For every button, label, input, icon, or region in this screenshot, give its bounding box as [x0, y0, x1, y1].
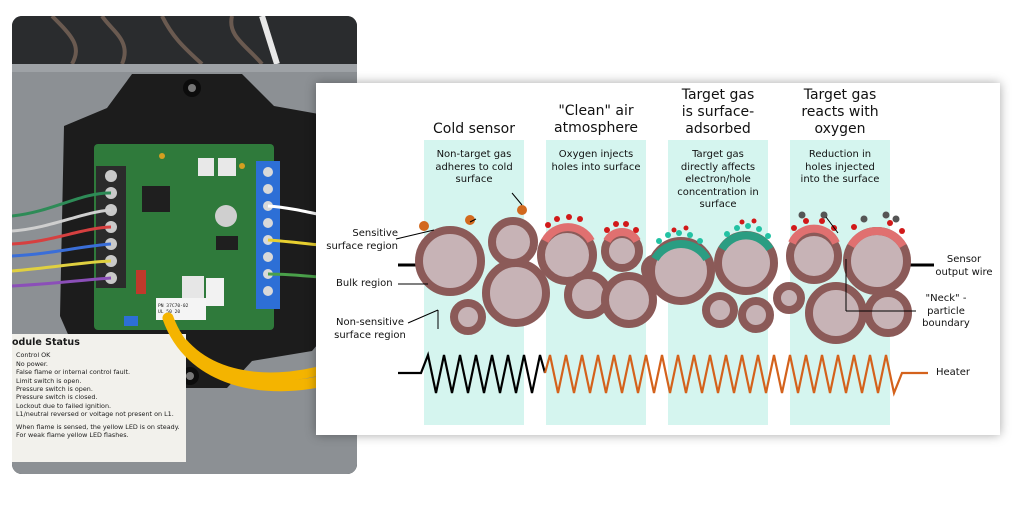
stage-desc-cold-sensor: Non-target gas adheres to cold surface [424, 149, 524, 187]
stage-desc-line: adheres to cold [435, 161, 513, 173]
stage-desc-clean-air: Oxygen injects holes into surface [542, 149, 650, 174]
pcb-label-line: UL 50 20 [158, 309, 181, 315]
particle [415, 226, 485, 296]
stage-desc-line: surface [699, 199, 737, 210]
stage-title-line: Target gas [803, 87, 877, 103]
particle [805, 282, 867, 344]
stage-desc-line: holes injected [805, 161, 875, 173]
oxygen-molecules [545, 214, 905, 234]
label-line: "Neck" - [925, 293, 967, 304]
stage-title-cold-sensor: Cold sensor [424, 121, 524, 138]
status-line: Lockout due to failed ignition. [16, 401, 112, 410]
stage-desc-line: into the surface [800, 174, 880, 185]
furnace-control-photo: PN 37C70-02 UL 50 20 odule Status Contro… [12, 16, 357, 474]
label-line: Non-sensitive [335, 317, 404, 328]
stage-title-line: atmosphere [554, 120, 638, 136]
neck-boundary-label: "Neck" - particle boundary [916, 293, 976, 331]
particle [773, 282, 805, 314]
module-status-title: odule Status [12, 337, 80, 348]
non-target-gas-molecules [419, 205, 527, 231]
stage-title-line: Cold sensor [433, 121, 515, 137]
leader-lines [395, 192, 916, 329]
gas-sensor-diagram: Cold sensor "Clean" air atmosphere Targe… [316, 83, 1000, 435]
heater-cold-segment [398, 351, 547, 394]
status-line: Pressure switch is closed. [16, 393, 98, 402]
label-line: Sensor [946, 254, 982, 265]
label-line: particle [927, 305, 965, 317]
stage-title-clean-air: "Clean" air atmosphere [546, 103, 646, 137]
sensor-output-wire-label: Sensor output wire [930, 254, 998, 279]
stage-title-line: is surface- [681, 104, 755, 120]
label-line: surface region [334, 329, 406, 341]
particle [864, 289, 912, 337]
status-line: L1/neutral reversed or voltage not prese… [16, 410, 174, 419]
sensitive-surface-label: Sensitive surface region [326, 228, 398, 253]
stage-title-line: oxygen [814, 121, 866, 137]
control-board-illustration [12, 16, 357, 474]
status-line: False flame or internal control fault. [16, 368, 131, 377]
stage-desc-line: concentration in [677, 186, 759, 198]
pcb-label: PN 37C70-02 UL 50 20 [158, 304, 188, 315]
label-line: boundary [922, 318, 970, 329]
heater-coil [398, 351, 928, 397]
particle [450, 299, 486, 335]
status-line: No power. [16, 359, 48, 368]
stage-title-line: Target gas [681, 87, 755, 103]
stage-title-line: "Clean" air [558, 103, 634, 119]
stage-title-line: reacts with [801, 104, 879, 120]
pcb-label-line: PN 37C70-02 [158, 304, 189, 309]
sensor-mechanism-graphic [395, 140, 934, 425]
stage-desc-line: Reduction in [808, 149, 872, 160]
stage-title-line: adsorbed [685, 121, 751, 137]
status-line: Limit switch is open. [16, 376, 82, 385]
stage-desc-line: electron/hole [685, 174, 751, 185]
surface-arcs [541, 223, 907, 262]
stage-desc-line: Target gas [692, 149, 744, 160]
bulk-region-label: Bulk region [336, 278, 393, 289]
oxygen-molecules-stage3 [671, 218, 757, 233]
stage-desc-line: surface [455, 174, 493, 185]
stage-desc-surface-adsorbed: Target gas directly affects electron/hol… [664, 149, 772, 212]
stage-desc-line: Non-target gas [436, 149, 512, 160]
stage-title-surface-adsorbed: Target gas is surface- adsorbed [668, 87, 768, 138]
stage-desc-line: holes into surface [551, 161, 641, 173]
label-line: surface region [326, 240, 398, 252]
label-line: output wire [935, 266, 993, 278]
label-line: Sensitive [352, 228, 398, 239]
heater-label: Heater [936, 367, 970, 378]
stage-desc-line: directly affects [680, 161, 756, 173]
particle [702, 292, 738, 328]
target-gas-molecules [656, 223, 771, 244]
status-line: Pressure switch is open. [16, 385, 93, 394]
status-footer-line: When flame is sensed, the yellow LED is … [16, 422, 180, 431]
particle [601, 272, 657, 328]
heater-hot-segment [543, 354, 928, 397]
particle [488, 217, 538, 267]
status-footer-line: For weak flame yellow LED flashes. [16, 431, 129, 440]
non-sensitive-surface-label: Non-sensitive surface region [332, 317, 408, 342]
particle [482, 259, 550, 327]
particle [738, 297, 774, 333]
module-status-card: odule Status Control OK No power. False … [12, 334, 186, 462]
status-line: Control OK [16, 351, 51, 360]
right-terminal-block [256, 161, 280, 309]
stage-desc-line: Oxygen injects [558, 149, 634, 160]
stage-desc-reacts-with-oxygen: Reduction in holes injected into the sur… [786, 149, 894, 187]
stage-title-reacts-with-oxygen: Target gas reacts with oxygen [790, 87, 890, 138]
reaction-products [798, 211, 900, 223]
